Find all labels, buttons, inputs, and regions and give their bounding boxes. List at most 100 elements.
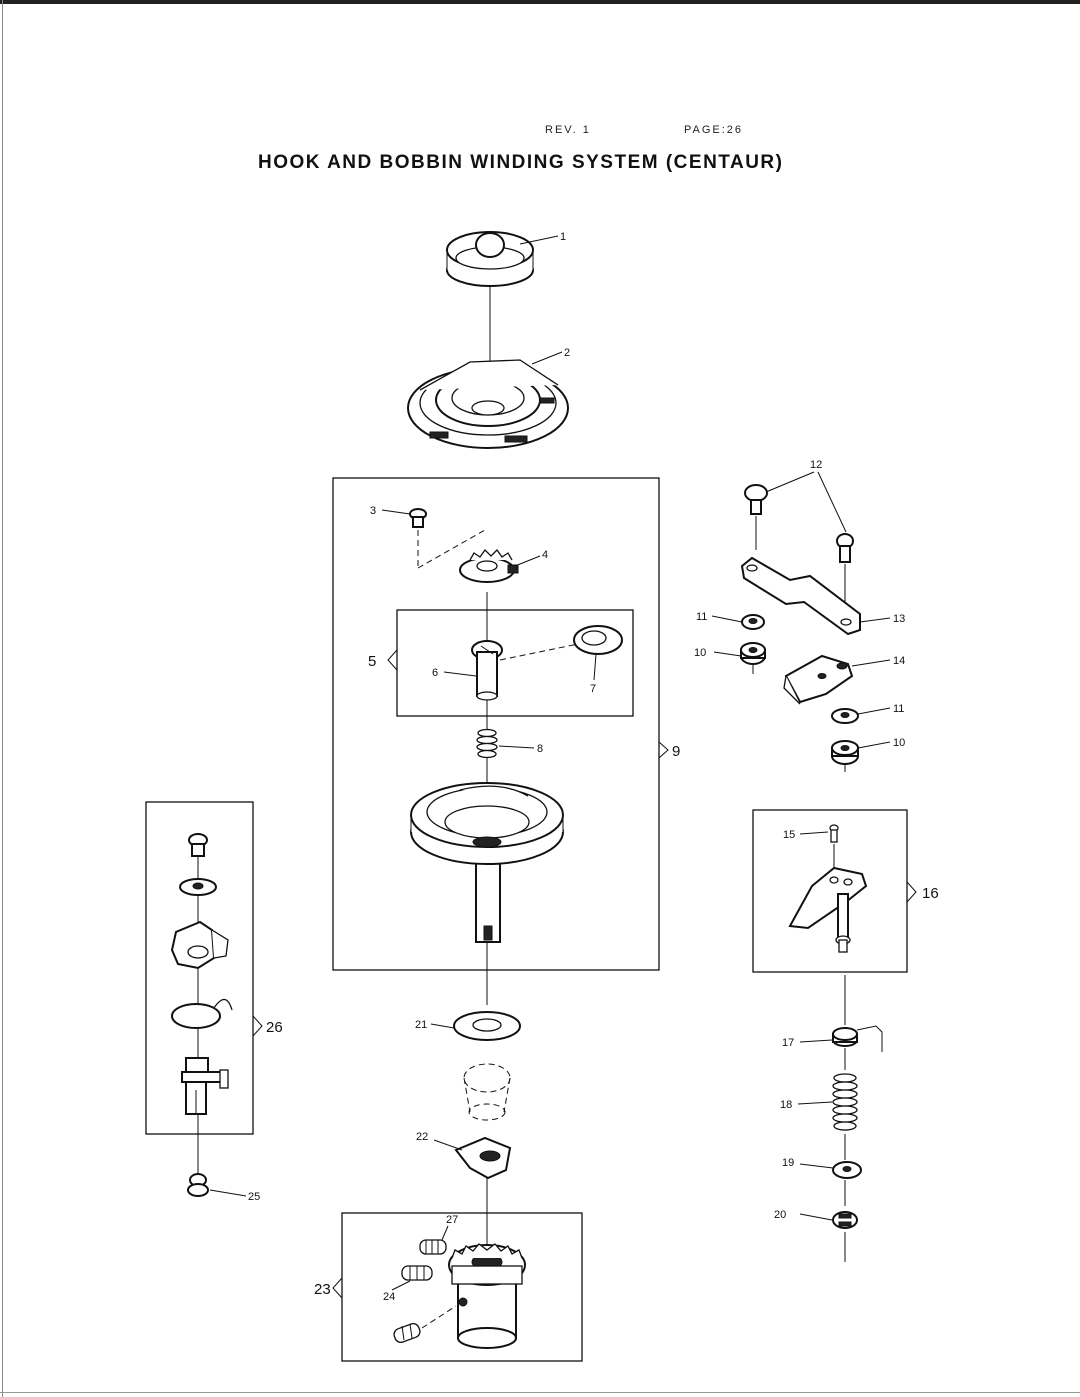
leader-3 [381, 509, 411, 515]
nut-icon [740, 642, 766, 665]
e-clip-icon [832, 1211, 858, 1229]
clip-7-guide [499, 643, 579, 661]
washer-icon [453, 1011, 521, 1041]
callout-23: 23 [314, 1281, 331, 1298]
leader-10b [857, 741, 891, 749]
callout-10a: 10 [694, 647, 706, 659]
thread-guide-assembly-box [145, 801, 254, 1135]
leader-4 [514, 555, 541, 567]
bracket-23 [332, 1277, 343, 1299]
clip-icon [573, 625, 623, 655]
callout-22: 22 [416, 1131, 428, 1143]
screw-icon [836, 533, 854, 563]
callout-21: 21 [415, 1019, 427, 1031]
callout-26: 26 [266, 1019, 283, 1036]
screw-3-guide [417, 529, 486, 569]
phantom-gear-icon [463, 1063, 511, 1121]
callout-12: 12 [810, 459, 822, 471]
leader-19 [799, 1163, 834, 1169]
callout-10b: 10 [893, 737, 905, 749]
lever-icon [788, 866, 868, 953]
callout-24: 24 [383, 1291, 395, 1303]
bracket-26 [252, 1015, 263, 1037]
leader-12a [765, 471, 815, 493]
screw-icon [829, 824, 839, 843]
page-bottom-edge [0, 1392, 1080, 1393]
bracket-5 [387, 649, 398, 671]
gear-assembly-box [341, 1212, 583, 1362]
washer-icon [831, 708, 859, 724]
lever-assembly-box [752, 809, 908, 973]
screw-icon [188, 833, 208, 857]
leader-20 [799, 1213, 833, 1221]
gear-icon [448, 1243, 526, 1349]
leader-12b [817, 471, 847, 533]
washer-icon [832, 1161, 862, 1179]
set-screw-guide [421, 1305, 457, 1329]
bobbin-case-icon [407, 359, 569, 449]
bobbin-icon [446, 231, 534, 287]
callout-18: 18 [780, 1099, 792, 1111]
nut-icon [831, 740, 859, 765]
leader-15 [799, 831, 829, 835]
set-screw-icon [419, 1239, 447, 1255]
callout-13: 13 [893, 613, 905, 625]
callout-14: 14 [893, 655, 905, 667]
leader-2 [531, 351, 563, 365]
page-number: PAGE:26 [684, 124, 744, 136]
shaft-icon [181, 1057, 229, 1115]
callout-3: 3 [370, 505, 376, 517]
leader-21 [430, 1023, 455, 1029]
washer-icon [179, 878, 217, 896]
set-screw-icon [401, 1265, 433, 1281]
leader-13 [859, 617, 891, 623]
leader-1 [519, 235, 559, 245]
callout-1: 1 [560, 231, 566, 243]
set-screw-icon [393, 1323, 421, 1343]
leader-27 [441, 1225, 449, 1241]
plate-icon [740, 556, 861, 636]
callout-20: 20 [774, 1209, 786, 1221]
bracket-9 [658, 741, 669, 759]
leader-18 [797, 1101, 833, 1105]
spring-icon [832, 1073, 858, 1131]
spring-icon [171, 998, 233, 1029]
callout-9: 9 [672, 743, 680, 760]
collar-icon [832, 1025, 883, 1052]
revision-label: REV. 1 [545, 124, 591, 136]
leader-25 [209, 1189, 247, 1197]
bracket-icon [170, 920, 229, 970]
hook-assembly-box [332, 477, 660, 971]
cam-icon [454, 1136, 512, 1180]
callout-2: 2 [564, 347, 570, 359]
callout-11a: 11 [696, 611, 707, 623]
gear-icon [459, 548, 519, 583]
callout-15: 15 [783, 829, 795, 841]
callout-4: 4 [542, 549, 548, 561]
leader-10a [713, 651, 742, 657]
leader-22 [433, 1139, 463, 1151]
page-left-edge [2, 0, 3, 1397]
leader-14 [851, 659, 891, 667]
washer-icon [741, 614, 765, 630]
callout-8: 8 [537, 743, 543, 755]
leader-17 [799, 1039, 833, 1043]
sub-assembly-5-box [396, 609, 634, 717]
rotary-hook-icon [410, 782, 564, 943]
callout-5: 5 [368, 653, 376, 670]
callout-11b: 11 [893, 703, 904, 715]
leader-6 [443, 671, 477, 677]
callout-19: 19 [782, 1157, 794, 1169]
bracket-16 [906, 881, 917, 903]
leader-11a [711, 615, 743, 623]
bracket-icon [783, 654, 854, 705]
page-title: HOOK AND BOBBIN WINDING SYSTEM (CENTAUR) [258, 152, 784, 173]
leader-7 [593, 653, 597, 681]
shaft-pin-icon [471, 640, 503, 701]
callout-6: 6 [432, 667, 438, 679]
callout-7: 7 [590, 683, 596, 695]
leader-24 [391, 1280, 411, 1291]
leader-8 [498, 745, 535, 749]
screw-icon [409, 508, 427, 528]
